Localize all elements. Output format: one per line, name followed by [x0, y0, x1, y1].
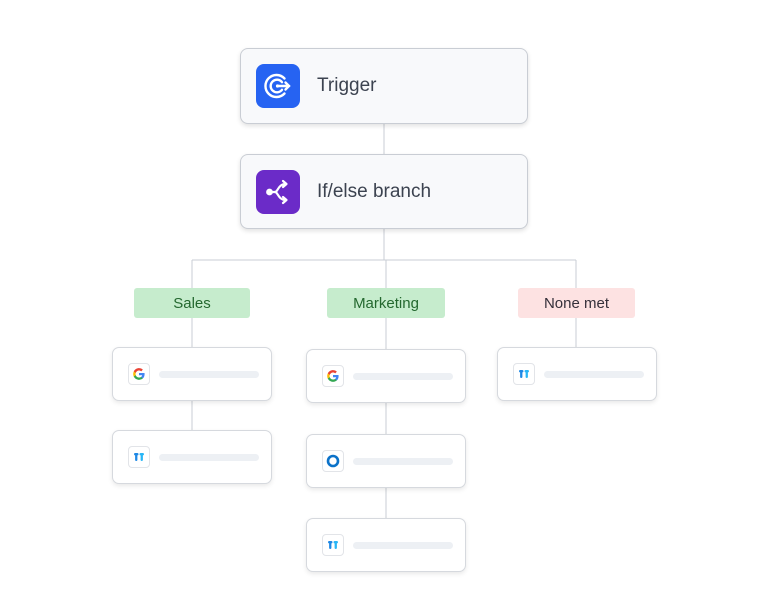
placeholder-bar: [353, 373, 453, 380]
microsoft-teams-logo-icon: [128, 446, 150, 468]
placeholder-bar: [544, 371, 644, 378]
google-logo-icon: [128, 363, 150, 385]
marketing-step-teams[interactable]: [306, 518, 466, 572]
branch-badge-sales[interactable]: Sales: [134, 288, 250, 318]
branch-node[interactable]: If/else branch: [240, 154, 528, 229]
microsoft-teams-logo-icon: [322, 534, 344, 556]
google-logo-icon: [322, 365, 344, 387]
trigger-target-icon: [256, 64, 300, 108]
branch-badge-marketing[interactable]: Marketing: [327, 288, 445, 318]
branch-badge-none-met[interactable]: None met: [518, 288, 635, 318]
branch-split-icon: [256, 169, 300, 214]
circle-app-logo-icon: [322, 450, 344, 472]
microsoft-teams-logo-icon: [513, 363, 535, 385]
trigger-label: Trigger: [317, 75, 377, 96]
marketing-step-circle-app[interactable]: [306, 434, 466, 488]
placeholder-bar: [353, 542, 453, 549]
sales-step-teams[interactable]: [112, 430, 272, 484]
placeholder-bar: [159, 371, 259, 378]
none-met-step-teams[interactable]: [497, 347, 657, 401]
placeholder-bar: [353, 458, 453, 465]
branch-label: If/else branch: [317, 180, 432, 202]
sales-step-google[interactable]: [112, 347, 272, 401]
placeholder-bar: [159, 454, 259, 461]
trigger-node[interactable]: Trigger: [240, 48, 528, 124]
marketing-step-google[interactable]: [306, 349, 466, 403]
